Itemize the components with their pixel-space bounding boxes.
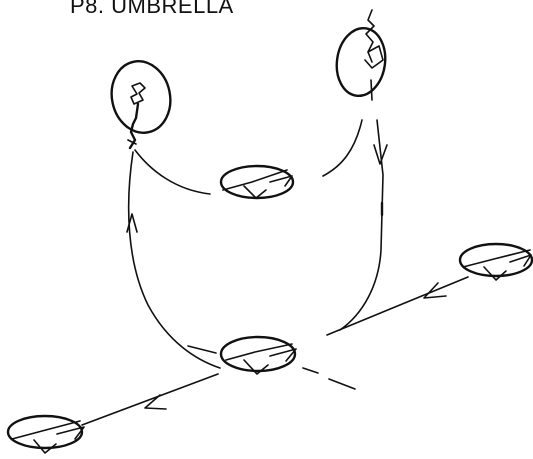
dash-left-top bbox=[187, 345, 217, 354]
dash-right-2 bbox=[328, 378, 356, 390]
vertical-object-left bbox=[110, 60, 172, 150]
upper-right-arc bbox=[322, 119, 363, 177]
center-to-bottom-left-line bbox=[81, 373, 219, 426]
figure-title: P8. UMBRELLA bbox=[70, 0, 234, 18]
center-to-right-line bbox=[326, 276, 469, 336]
left-arc-path bbox=[127, 151, 221, 369]
bottom-left-disc bbox=[6, 414, 85, 454]
dash-right-1 bbox=[302, 367, 319, 374]
right-down-path bbox=[339, 119, 384, 331]
vertical-object-right bbox=[335, 9, 387, 101]
upper-left-arc bbox=[134, 149, 211, 195]
up-arrow-left bbox=[126, 213, 138, 233]
arrow-on-bottom-left-line bbox=[144, 394, 167, 410]
down-arrow-right bbox=[373, 144, 388, 165]
right-disc bbox=[458, 242, 533, 281]
arrow-on-right-line bbox=[423, 282, 447, 299]
upper-middle-disc bbox=[219, 164, 295, 200]
center-disc bbox=[219, 335, 297, 375]
